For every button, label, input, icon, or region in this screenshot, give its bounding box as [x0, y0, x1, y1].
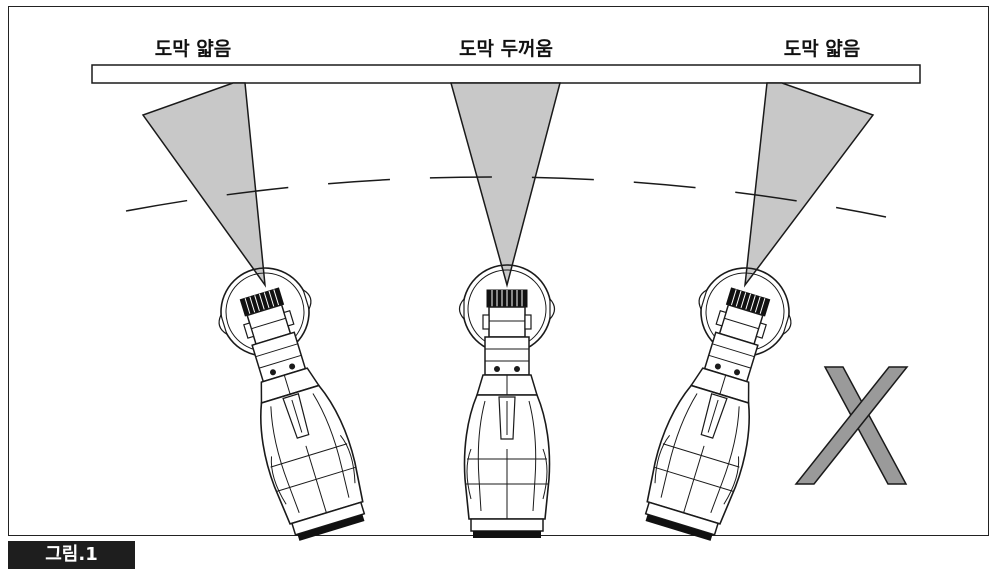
spray-cone-center: [450, 82, 561, 288]
figure-caption-tag: 그림.1: [8, 541, 135, 569]
x-mark-icon: [794, 366, 909, 485]
label-right-thin: 도막 얇음: [783, 38, 861, 60]
label-left-thin: 도막 얇음: [154, 38, 232, 60]
painted-panel: [91, 64, 921, 84]
spray-cone-left: [141, 82, 267, 288]
gun-travel-arc: [125, 176, 887, 218]
spray-gun-right: [631, 255, 805, 546]
spray-gun-left: [205, 255, 379, 546]
label-center-thick: 도막 두꺼움: [458, 38, 554, 60]
spray-cone-right: [743, 82, 875, 288]
spray-gun-center: [458, 264, 556, 539]
